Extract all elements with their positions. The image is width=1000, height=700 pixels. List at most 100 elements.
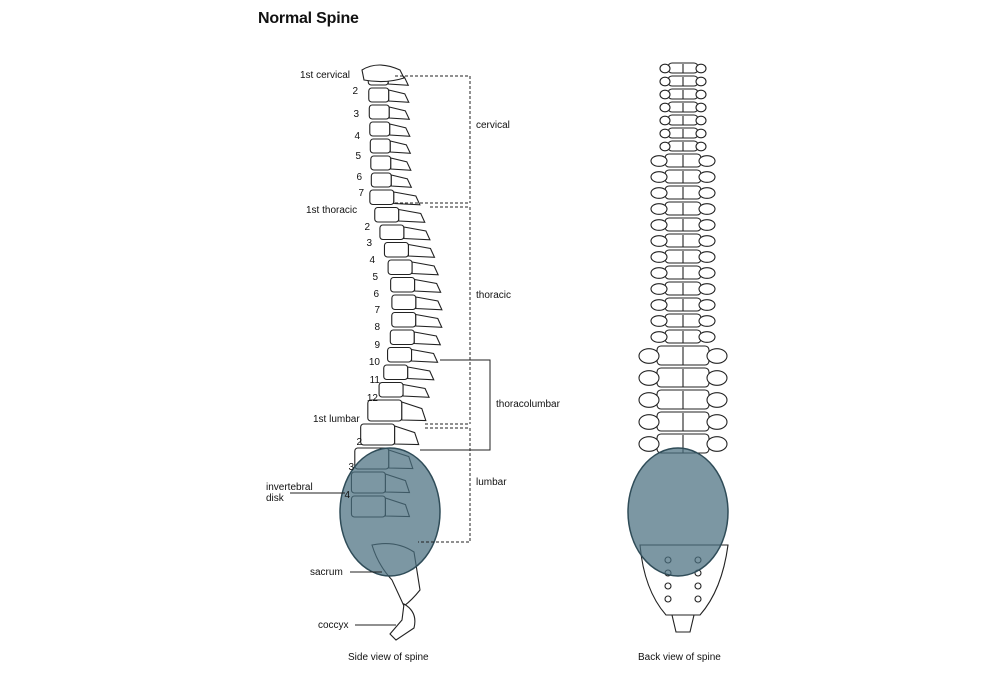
vertebra-process [407,243,436,258]
transverse-process [659,63,671,74]
vertebra-process [402,383,430,398]
transverse-process [638,370,660,386]
label-first-lumbar: 1st lumbar [313,414,360,425]
transverse-process [698,219,716,231]
label-first-thoracic: 1st thoracic [306,205,358,216]
caption-back-view: Back view of spine [638,652,721,663]
vertebra-number: 2 [356,437,362,448]
vertebra-process [403,226,431,241]
vertebra-process [394,425,420,446]
side-lumbar-highlight [339,447,441,577]
vertebra-number: 2 [364,222,370,233]
vertebra-body [374,206,400,223]
vertebra-number: 11 [369,375,380,386]
transverse-process [698,331,716,343]
transverse-process [706,414,728,430]
transverse-process [698,251,716,263]
page-title: Normal Spine [258,10,359,27]
transverse-process [638,392,660,408]
transverse-process [659,102,671,113]
sacral-foramen [694,582,702,590]
vertebra-body [378,381,404,398]
caption-side-view: Side view of spine [348,652,429,663]
vertebra-process [411,348,439,363]
lumbar-bracket [418,428,471,543]
vertebra-number: 4 [369,255,375,266]
vertebra-number: 10 [368,357,380,368]
vertebra-body [370,172,392,188]
transverse-process [695,76,707,87]
vertebra-body [383,364,409,381]
transverse-process [706,436,728,452]
sacral-foramen [664,582,672,590]
label-coccyx: coccyx [318,620,349,631]
transverse-process [650,171,668,183]
transverse-process [695,89,707,100]
vertebra-body [390,276,416,293]
label-thoracolumbar: thoracolumbar [496,399,560,410]
vertebra-number: 5 [372,272,378,283]
vertebra-number: 3 [353,109,359,120]
vertebra-process [414,278,442,293]
transverse-process [698,171,716,183]
vertebra-process [393,191,421,206]
transverse-process [698,315,716,327]
transverse-process [650,331,668,343]
vertebra-body [360,423,396,446]
label-lumbar: lumbar [476,477,507,488]
vertebra-process [407,366,435,381]
transverse-process [698,235,716,247]
region-brackets [395,75,491,543]
coccyx-side [389,603,416,641]
vertebra-number: 5 [355,151,361,162]
transverse-process [650,219,668,231]
transverse-process [698,203,716,215]
transverse-process [659,141,671,152]
vertebra-body [387,346,413,363]
transverse-process [706,348,728,364]
leader-lines [290,492,396,626]
sacral-foramen [694,595,702,603]
transverse-process [706,370,728,386]
vertebra-number: 4 [344,490,350,501]
vertebra-process [388,106,411,120]
transverse-process [650,187,668,199]
vertebra-body [383,241,410,258]
thoracolumbar-bracket [420,359,491,451]
vertebra-process [415,296,443,311]
vertebra-number: 3 [366,238,372,249]
transverse-process [650,299,668,311]
label-sacrum: sacrum [310,567,343,578]
transverse-process [659,76,671,87]
transverse-process [659,128,671,139]
label-thoracic: thoracic [476,290,512,301]
vertebra-process [390,174,413,188]
vertebra-number: 12 [366,393,378,404]
vertebra-body [369,189,395,206]
back-lumbar-highlight [627,447,729,577]
vertebra-body [370,155,392,171]
vertebra-process [389,123,411,137]
vertebra-number: 3 [348,462,354,473]
cervical-bracket [395,75,471,203]
vertebra-number: 6 [373,289,379,300]
atlas [361,64,405,83]
vertebra-body [368,87,390,103]
label-first-cervical: 1st cervical [300,70,351,81]
vertebra-body [379,224,405,241]
transverse-process [650,267,668,279]
transverse-process [650,251,668,263]
vertebra-process [415,313,443,328]
transverse-process [638,436,660,452]
vertebra-process [389,140,412,154]
transverse-process [695,128,707,139]
vertebra-process [390,157,412,171]
transverse-process [698,155,716,167]
vertebra-number: 7 [374,305,380,316]
transverse-process [650,315,668,327]
transverse-process [650,283,668,295]
vertebra-process [398,208,426,223]
vertebra-body [368,104,390,120]
vertebra-body [391,294,417,311]
